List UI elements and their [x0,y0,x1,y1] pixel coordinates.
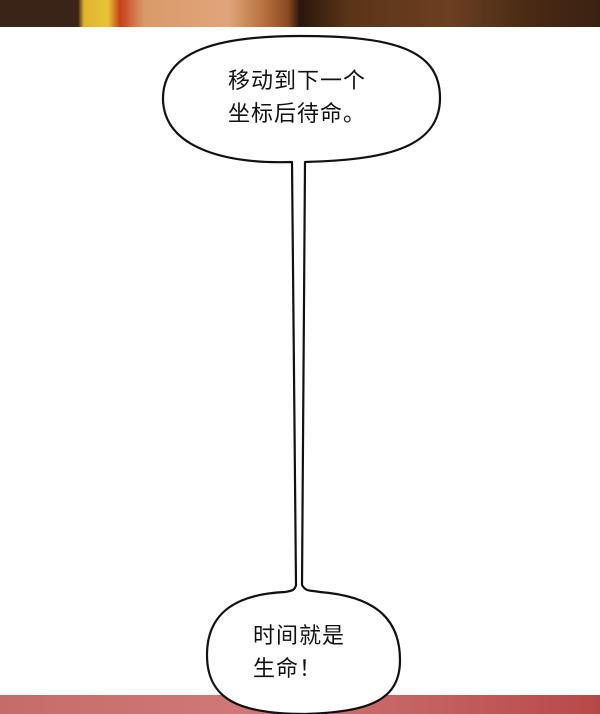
bubble-2-line-1: 时间就是 [253,624,346,649]
speech-bubble-2-text: 时间就是 生命！ [253,620,345,686]
bubble-1-line-1: 移动到下一个 [228,69,367,94]
speech-bubble-1-text: 移动到下一个 坐标后待命。 [228,65,366,131]
bubble-2-line-2: 生命！ [253,657,323,682]
comic-panel-top-artwork [0,0,600,27]
bubble-1-line-2: 坐标后待命。 [228,102,367,127]
speech-bubble-1-outline [161,34,442,714]
